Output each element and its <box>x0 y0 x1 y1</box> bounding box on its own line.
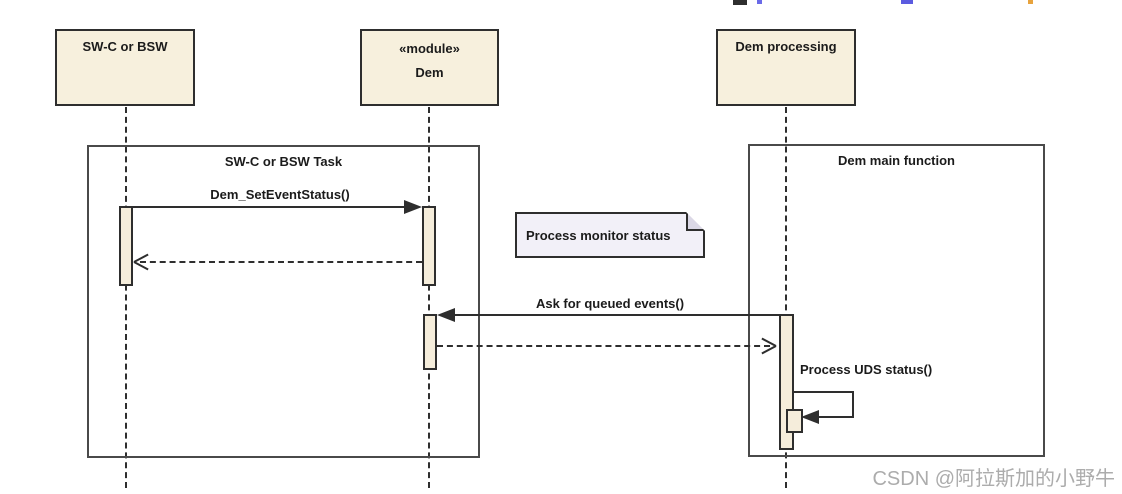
cropped-text-remnant <box>901 0 913 4</box>
participant-label: SW-C or BSW <box>82 39 168 54</box>
lifeline-dem-processing <box>785 107 787 488</box>
lifeline-dem <box>428 107 430 488</box>
filled-arrowhead-right-icon <box>404 200 422 214</box>
frame-swc-or-bsw-task: SW-C or BSW Task <box>87 145 480 458</box>
activation-nested-self-call <box>786 409 803 433</box>
self-message-bottom-line <box>815 416 854 418</box>
message-line-return <box>140 261 422 263</box>
self-message-top-line <box>794 391 854 393</box>
message-label-ask-for-queued-events: Ask for queued events() <box>535 296 685 311</box>
participant-label: Dem processing <box>735 39 837 54</box>
participant-label: Dem <box>415 65 444 80</box>
message-line-call <box>450 314 779 316</box>
participant-swc-or-bsw: SW-C or BSW <box>55 29 195 106</box>
frame-title: Dem main function <box>837 153 955 168</box>
filled-arrowhead-left-icon <box>437 308 455 322</box>
message-line-call <box>133 206 406 208</box>
participant-dem: «module» Dem <box>360 29 499 106</box>
activation-dem-1 <box>422 206 436 286</box>
cropped-text-remnant <box>1028 0 1033 4</box>
lifeline-swc-or-bsw <box>125 107 127 488</box>
activation-swc <box>119 206 133 286</box>
csdn-watermark: CSDN @阿拉斯加的小野牛 <box>872 468 1115 490</box>
note-process-monitor-status: Process monitor status <box>515 212 705 258</box>
cropped-text-remnant <box>733 0 747 5</box>
message-label-dem-seteventstatus: Dem_SetEventStatus() <box>210 187 350 202</box>
filled-arrowhead-left-icon <box>801 410 819 424</box>
participant-dem-processing: Dem processing <box>716 29 856 106</box>
note-fold-corner-icon <box>686 212 705 231</box>
message-line-return <box>437 345 770 347</box>
message-label-process-uds-status: Process UDS status() <box>800 362 933 377</box>
self-message-right-line <box>852 391 854 417</box>
frame-dem-main-function: Dem main function <box>748 144 1045 457</box>
cropped-text-remnant <box>757 0 762 4</box>
participant-stereotype: «module» <box>399 41 460 56</box>
activation-dem-2 <box>423 314 437 370</box>
frame-title: SW-C or BSW Task <box>224 154 343 169</box>
note-text: Process monitor status <box>526 227 671 243</box>
